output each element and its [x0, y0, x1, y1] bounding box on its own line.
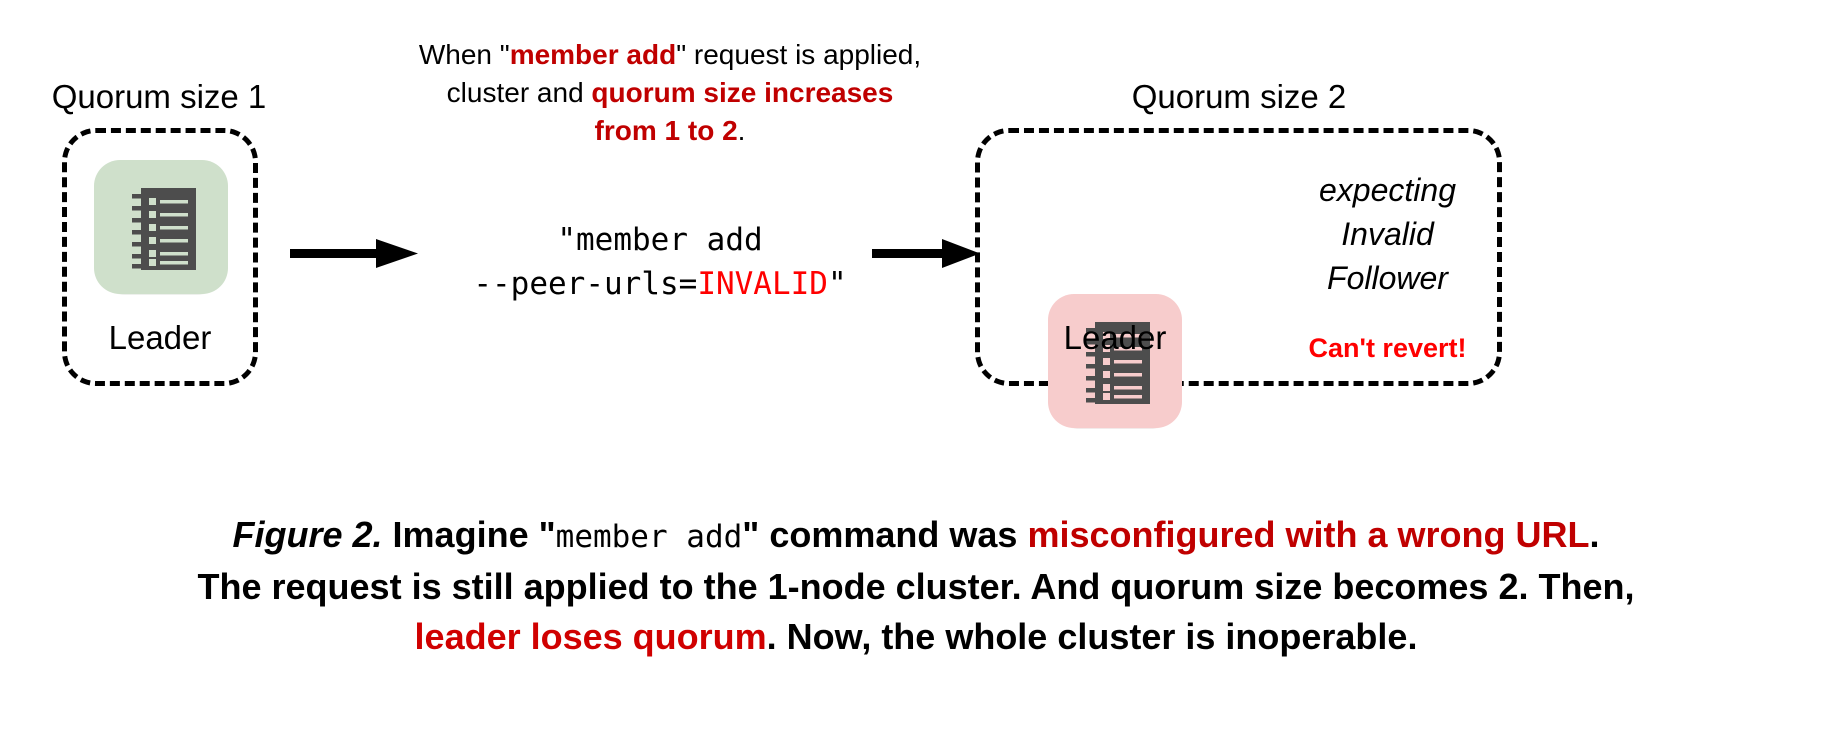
top-explanation-line-1-highlight: member add	[509, 39, 677, 70]
figure-caption-l1-a: Imagine "	[382, 514, 556, 555]
command-invalid-token: INVALID	[697, 266, 828, 302]
top-explanation-line-2-pre: cluster and	[446, 77, 592, 108]
right-cluster-box	[975, 128, 1502, 386]
figure-caption-l1-c: .	[1589, 514, 1600, 555]
left-node-glyph	[132, 188, 196, 270]
figure-caption-l1-mono: member add	[555, 519, 743, 555]
right-node-ledger-icon	[1048, 294, 1182, 428]
left-cluster-box	[62, 128, 258, 386]
top-explanation-line-1: When "member add" request is applied,	[350, 36, 990, 74]
status-line-1: expecting	[1319, 172, 1456, 208]
status-line-2: Invalid	[1341, 216, 1434, 252]
left-cluster-title: Quorum size 1	[51, 78, 267, 115]
arrow-right-icon-1	[290, 238, 420, 270]
figure-label: Figure 2.	[232, 514, 383, 555]
top-explanation-line-1-pre: When "	[418, 39, 510, 70]
cannot-revert-warning: Can't revert!	[1308, 333, 1467, 363]
status-line-3: Follower	[1327, 260, 1448, 296]
figure-caption-l3-red: leader loses quorum	[414, 616, 767, 657]
command-line-2-pre: --peer-urls=	[473, 266, 698, 302]
right-cluster-title: Quorum size 2	[1131, 78, 1347, 115]
command-line-2-post: "	[827, 266, 847, 302]
top-explanation-line-2-highlight: quorum size increases	[591, 77, 894, 108]
top-explanation-line-2: cluster and quorum size increases	[350, 74, 990, 112]
figure-caption-l1-b: " command was	[742, 514, 1028, 555]
figure-caption-line-2: The request is still applied to the 1-no…	[197, 566, 1635, 607]
top-explanation: When "member add" request is applied, cl…	[350, 36, 990, 150]
right-node-glyph	[1086, 322, 1150, 404]
figure-caption-line-3: leader loses quorum. Now, the whole clus…	[0, 612, 1832, 662]
command-line-2: --peer-urls=INVALID"	[430, 262, 890, 306]
left-node-label: Leader	[108, 319, 212, 356]
top-explanation-line-3-post: .	[737, 115, 746, 146]
right-node-label: Leader	[1063, 319, 1167, 356]
arrow-right-icon-2	[872, 238, 982, 270]
command-text: "member add --peer-urls=INVALID"	[430, 218, 890, 306]
top-explanation-line-3-highlight: from 1 to 2	[594, 115, 738, 146]
figure-caption-l3-rest: . Now, the whole cluster is inoperable.	[766, 616, 1418, 657]
figure-caption: Figure 2. Imagine "member add" command w…	[0, 510, 1832, 662]
top-explanation-line-1-post: " request is applied,	[676, 39, 922, 70]
command-line-1: "member add	[557, 222, 763, 258]
figure-caption-l1-red: misconfigured with a wrong URL	[1027, 514, 1590, 555]
left-node-ledger-icon	[94, 160, 228, 294]
figure-caption-line-1: Figure 2. Imagine "member add" command w…	[0, 510, 1832, 562]
right-node-status: expecting Invalid Follower	[1255, 168, 1520, 300]
top-explanation-line-3: from 1 to 2.	[350, 112, 990, 150]
